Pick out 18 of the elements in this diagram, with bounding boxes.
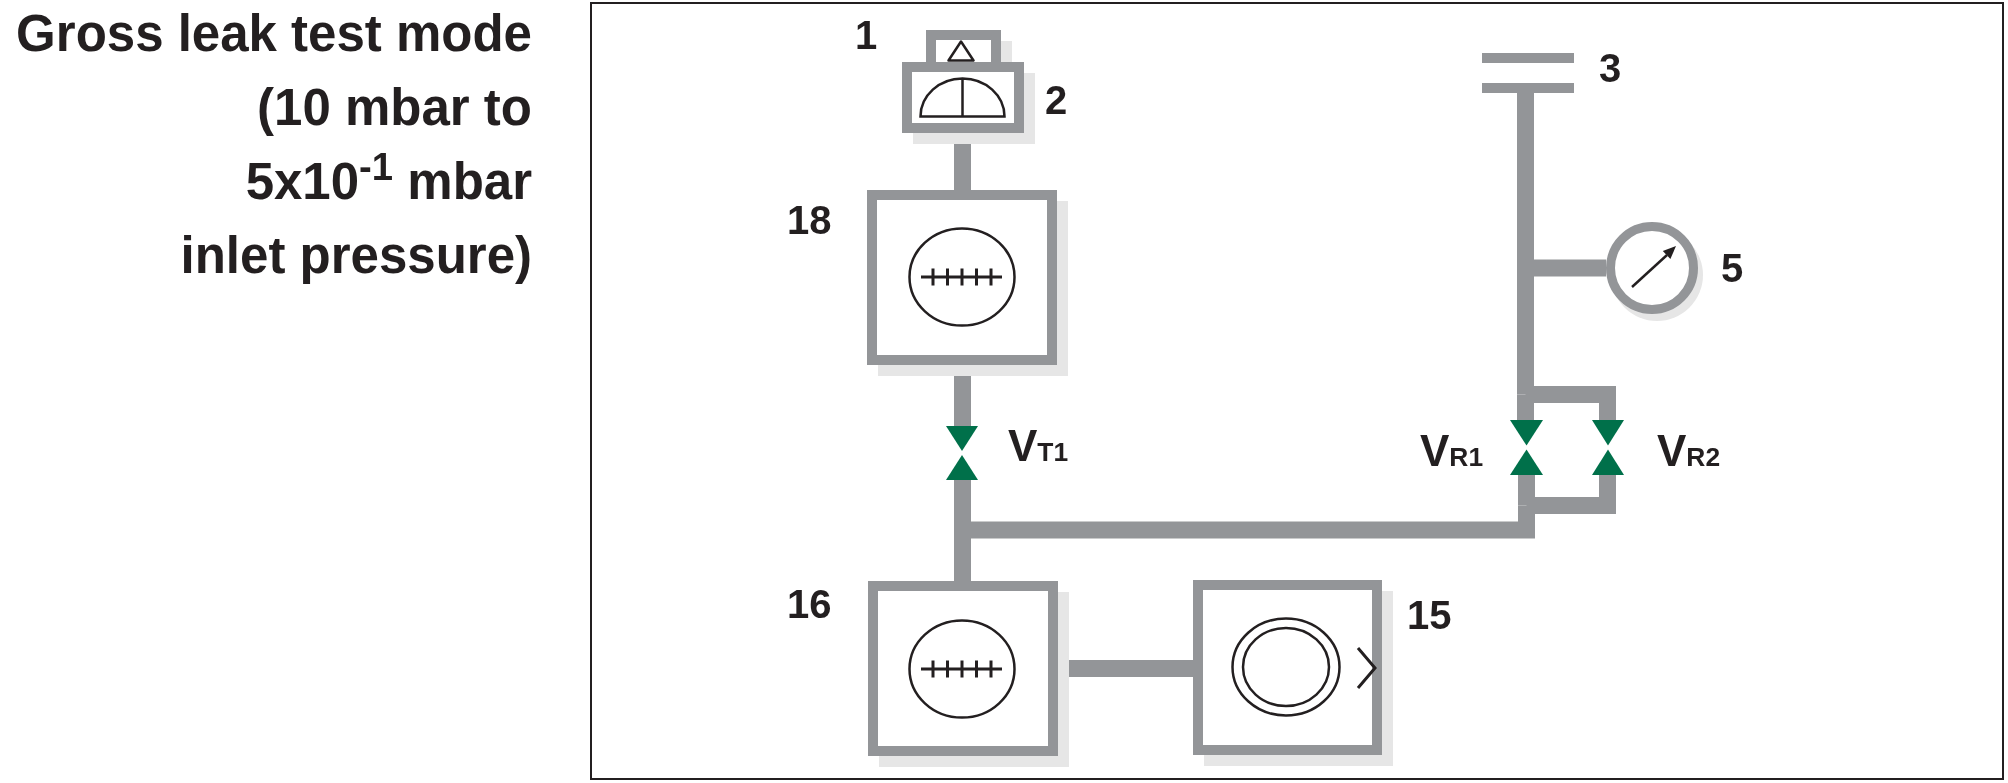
diagram-title: Gross leak test mode (10 mbar to 5x10$^{-1}$ mbar inlet pressure) bbox=[15, 4, 532, 286]
callout-number: 3 bbox=[1599, 48, 1622, 88]
callout-number: 1 bbox=[855, 15, 878, 55]
callout-number: 16 bbox=[787, 584, 832, 624]
flange-bars bbox=[1482, 53, 1574, 93]
callout-number: 15 bbox=[1407, 595, 1452, 635]
pipe-line bbox=[1518, 475, 1535, 506]
pipe-line bbox=[1517, 93, 1534, 268]
pipe-line bbox=[1526, 475, 1616, 514]
pipe-line bbox=[1517, 268, 1534, 395]
pipe-line bbox=[1525, 386, 1616, 420]
valve-symbol bbox=[1592, 420, 1624, 475]
pipe-line bbox=[1517, 394, 1534, 420]
valve-symbol bbox=[946, 426, 978, 480]
callout-number: 2 bbox=[1045, 80, 1068, 120]
callout-number: 18 bbox=[787, 200, 832, 240]
callout-number: 5 bbox=[1721, 248, 1744, 288]
valve-symbol bbox=[1510, 420, 1543, 475]
